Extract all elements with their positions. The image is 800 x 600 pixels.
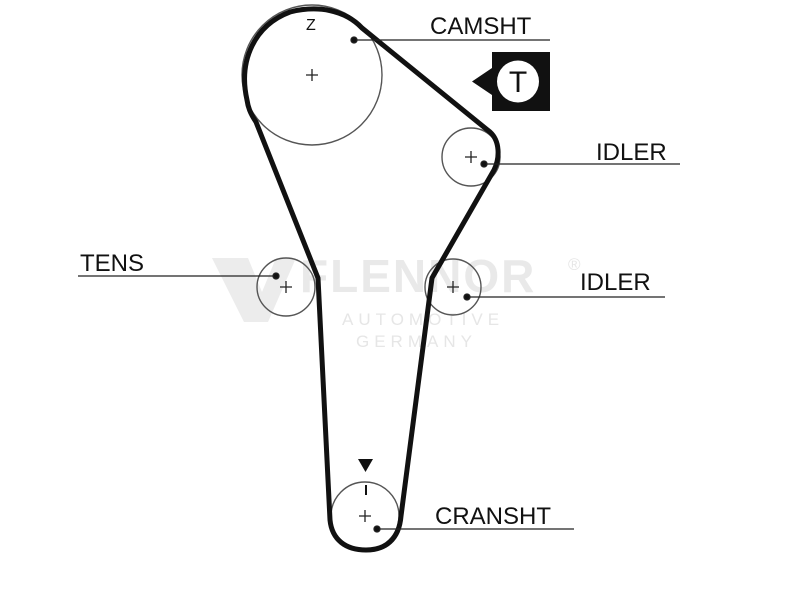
- idler-top-label: IDLER: [596, 139, 667, 166]
- watermark-brand: FLENNOR: [300, 250, 536, 302]
- camshaft-label: CAMSHT: [430, 13, 532, 40]
- tensioner-label: TENS: [80, 250, 144, 277]
- tens-leader-dot: [272, 272, 280, 280]
- watermark-line2: GERMANY: [356, 332, 477, 351]
- tensioner-symbol-circle: [497, 60, 539, 103]
- crankshaft-label: CRANSHT: [435, 503, 551, 530]
- center-marks: [280, 69, 477, 522]
- tensioner-center-cross: [280, 281, 292, 293]
- idler-top-center-cross: [465, 151, 477, 163]
- camshaft-leader-dot: [350, 36, 358, 44]
- tensioner-symbol: T: [472, 52, 550, 111]
- pulleys: [241, 4, 501, 551]
- tensioner-pulley: [256, 257, 316, 317]
- camshaft-center-cross: [306, 69, 318, 81]
- watermark-logo-mark: [212, 258, 296, 322]
- watermark-line1: AUTOMOTIVE: [342, 310, 504, 329]
- camshaft-pulley: [241, 4, 383, 146]
- watermark: FLENNOR ® AUTOMOTIVE GERMANY: [212, 250, 586, 351]
- crankshaft-timing-arrow: [358, 459, 373, 472]
- idler-pulley-mid: [424, 258, 482, 316]
- crankshaft-center-cross: [359, 510, 371, 522]
- idler-mid-leader-dot: [463, 293, 471, 301]
- camshaft-mark-label: Z: [306, 17, 316, 34]
- leader-lines: [78, 36, 680, 533]
- watermark-registered: ®: [568, 255, 586, 274]
- idler-mid-label: IDLER: [580, 269, 651, 296]
- crankshaft-leader-dot: [373, 525, 381, 533]
- tensioner-symbol-letter: T: [509, 66, 527, 99]
- idler-top-leader-dot: [480, 160, 488, 168]
- timing-belt: [242, 6, 501, 553]
- idler-mid-center-cross: [447, 281, 459, 293]
